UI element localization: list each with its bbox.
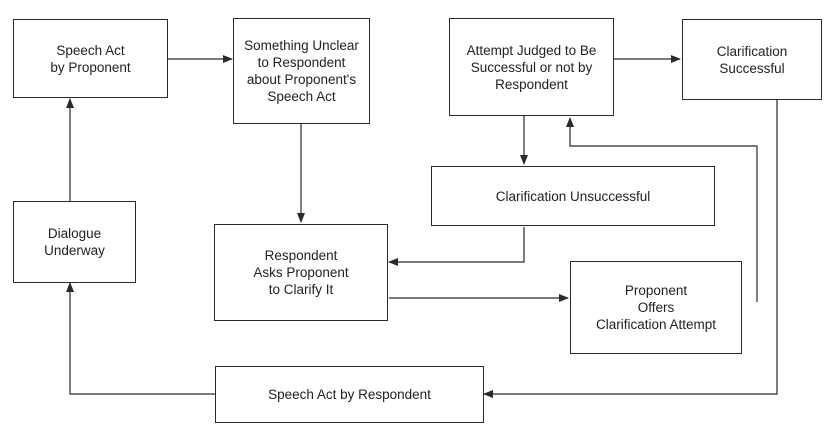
node-respondent-asks-proponent: Respondent Asks Proponent to Clarify It <box>214 224 388 321</box>
node-dialogue-underway: Dialogue Underway <box>13 201 136 283</box>
node-something-unclear: Something Unclear to Respondent about Pr… <box>233 18 370 124</box>
node-proponent-offers-label: Proponent Offers Clarification Attempt <box>595 283 717 332</box>
node-speech-act-by-proponent: Speech Act by Proponent <box>13 19 168 98</box>
node-something-unclear-label: Something Unclear to Respondent about Pr… <box>244 38 359 104</box>
node-clarification-unsuccessful-label: Clarification Unsuccessful <box>495 188 651 204</box>
node-speech-act-by-proponent-label: Speech Act by Proponent <box>50 42 131 75</box>
node-clarification-successful: Clarification Successful <box>682 19 822 100</box>
node-clarification-successful-label: Clarification Successful <box>716 43 788 76</box>
node-attempt-judged: Attempt Judged to Be Successful or not b… <box>449 18 614 116</box>
node-speech-act-by-respondent: Speech Act by Respondent <box>215 366 484 423</box>
node-respondent-asks-proponent-label: Respondent Asks Proponent to Clarify It <box>253 248 349 297</box>
edge-speech-act-respondent-to-dialogue <box>66 282 215 395</box>
node-attempt-judged-label: Attempt Judged to Be Successful or not b… <box>466 42 597 92</box>
node-clarification-unsuccessful: Clarification Unsuccessful <box>431 166 715 226</box>
node-proponent-offers: Proponent Offers Clarification Attempt <box>570 261 742 354</box>
node-speech-act-by-respondent-label: Speech Act by Respondent <box>268 387 431 402</box>
edge-proponent-offers-to-attempt-judged <box>566 117 758 302</box>
edge-unsuccessful-to-respondent-asks <box>388 227 525 266</box>
node-dialogue-underway-label: Dialogue Underway <box>44 226 105 258</box>
edge-clarification-successful-to-speech-act-respondent <box>483 100 778 398</box>
